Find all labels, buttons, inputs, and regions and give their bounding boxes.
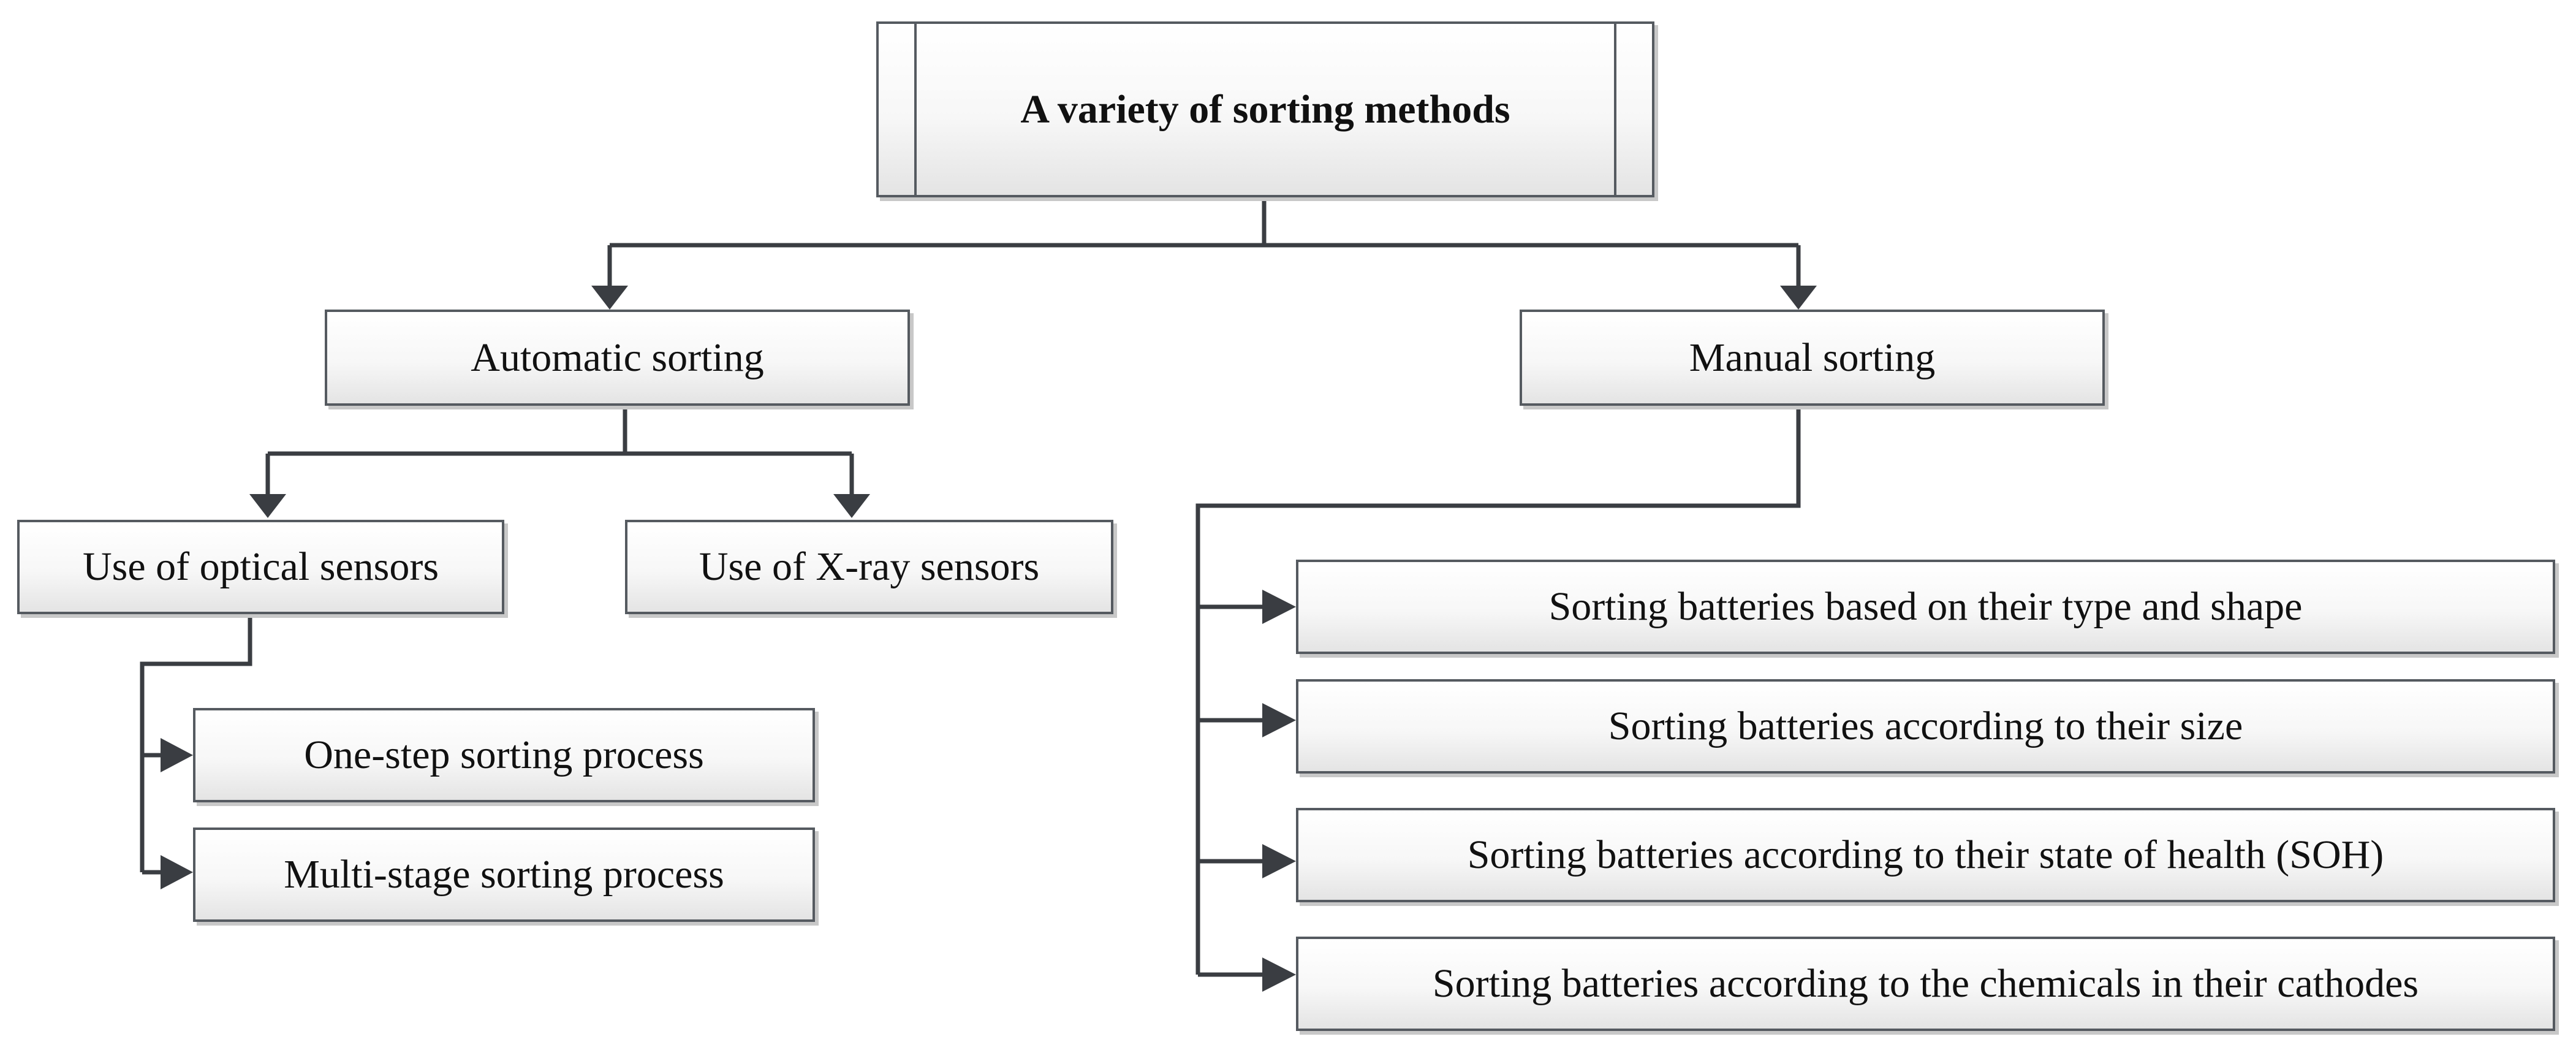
arrowhead-manual-2 [1262,703,1296,737]
arrowhead-one-step [161,738,193,772]
manual-sorting-node: Manual sorting [1520,310,2105,406]
one-step-label: One-step sorting process [304,732,704,777]
xray-sensors-node: Use of X-ray sensors [625,520,1113,614]
manual-soh-node: Sorting batteries according to their sta… [1296,808,2555,902]
multi-stage-label: Multi-stage sorting process [284,852,724,897]
arrowhead-multi-stage [161,855,193,889]
optical-sensors-label: Use of optical sensors [82,544,439,589]
root-right-bar [1614,24,1616,195]
xray-sensors-label: Use of X-ray sensors [699,544,1040,589]
arrowhead-manual-1 [1262,590,1296,624]
optical-sensors-node: Use of optical sensors [17,520,504,614]
arrowhead-manual-3 [1262,844,1296,878]
connector-optical-down [140,614,252,872]
root-node: A variety of sorting methods [876,21,1654,197]
arrowhead-xray [833,494,870,518]
manual-soh-label: Sorting batteries according to their sta… [1467,832,2384,877]
arrowhead-automatic [591,286,628,310]
manual-chemicals-node: Sorting batteries according to the chemi… [1296,937,2555,1031]
manual-type-shape-label: Sorting batteries based on their type an… [1548,584,2303,629]
arrowhead-manual [1780,286,1817,310]
root-left-bar [914,24,917,195]
manual-type-shape-node: Sorting batteries based on their type an… [1296,560,2555,654]
automatic-sorting-label: Automatic sorting [471,335,764,380]
arrowhead-optical [249,494,286,518]
one-step-node: One-step sorting process [193,708,815,802]
multi-stage-node: Multi-stage sorting process [193,827,815,922]
automatic-sorting-node: Automatic sorting [325,310,910,406]
arrowhead-manual-4 [1262,957,1296,992]
manual-size-node: Sorting batteries according to their siz… [1296,679,2555,774]
manual-sorting-label: Manual sorting [1689,335,1936,380]
manual-size-label: Sorting batteries according to their siz… [1608,704,2243,748]
manual-chemicals-label: Sorting batteries according to the chemi… [1432,961,2419,1006]
root-label: A variety of sorting methods [1020,86,1510,132]
connector-manual-down [1195,406,1801,975]
